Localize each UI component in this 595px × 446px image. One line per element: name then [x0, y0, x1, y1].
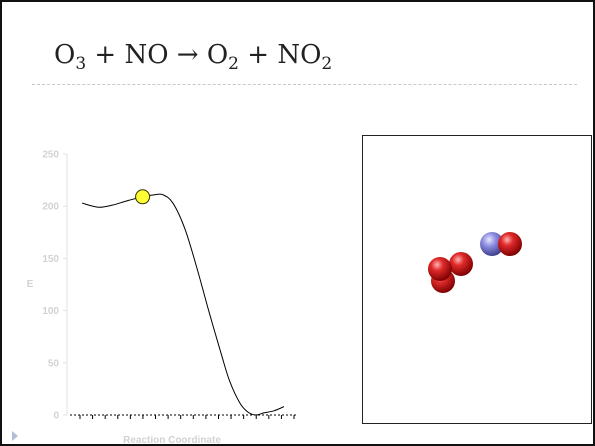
o2-molecule — [428, 252, 473, 293]
title-subscript: 2 — [321, 54, 333, 74]
oxygen-atom — [449, 252, 473, 276]
title-subscript: 3 — [75, 54, 87, 74]
energy-diagram: 0 50 100 150 200 250 E Reaction Coordinate — [27, 150, 298, 446]
title-subscript: 2 — [228, 54, 239, 74]
oxygen-atom — [428, 257, 452, 281]
triangle-right-icon[interactable] — [12, 431, 18, 441]
title-text: O — [54, 40, 76, 70]
reaction-equation-title: O3 + NO → O2 + NO2 — [54, 42, 332, 73]
y-tick-label: 100 — [42, 306, 59, 317]
nitrogen-atom — [480, 232, 504, 256]
y-tick-label: 250 — [42, 150, 59, 161]
title-divider — [32, 84, 577, 85]
y-tick-label: 200 — [42, 202, 59, 213]
title-text: + NO → O — [86, 40, 229, 70]
y-tick-label: 150 — [42, 254, 59, 265]
x-axis-title: Reaction Coordinate — [123, 435, 221, 446]
y-tick-label: 50 — [48, 358, 60, 369]
energy-curve — [81, 193, 285, 416]
y-axis-title: E — [27, 279, 34, 290]
title-text: + NO — [239, 40, 322, 70]
no-molecule — [480, 232, 522, 256]
y-tick-label: 0 — [53, 411, 59, 422]
molecule-view — [428, 232, 522, 293]
reaction-progress-marker[interactable] — [135, 189, 151, 205]
molecule-animation-panel — [362, 135, 592, 424]
oxygen-atom — [498, 232, 522, 256]
